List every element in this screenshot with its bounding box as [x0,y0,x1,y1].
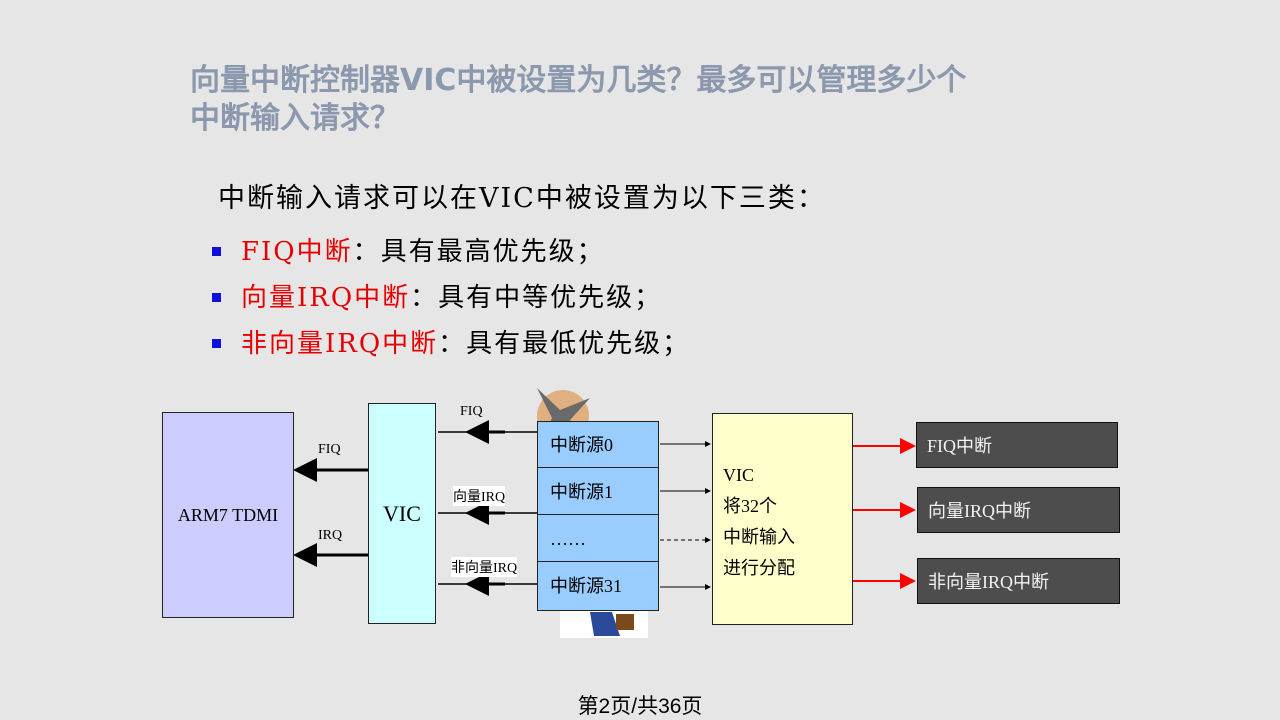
bullet-list: FIQ中断：具有最高优先级； 向量IRQ中断：具有中等优先级； 非向量IRQ中断… [212,232,690,370]
bullet-item: FIQ中断：具有最高优先级； [212,232,690,278]
dispatcher-line: 中断输入 [723,527,795,547]
page-number: 第2页/共36页 [577,695,703,718]
vectored-irq-label: 向量IRQ [453,486,506,506]
vic-label: VIC [383,500,421,526]
interrupt-source-item: …… [538,516,658,562]
cpu-label: ARM7 TDMI [177,504,279,525]
dispatcher-block: VIC 将32个 中断输入 进行分配 [712,413,853,625]
cpu-block: ARM7 TDMI [162,412,294,618]
bullet-text: ：具有最高优先级； [352,237,605,267]
title-line-2: 中断输入请求？ [190,101,400,136]
slide-title: 向量中断控制器VIC中被设置为几类？最多可以管理多少个 中断输入请求？ [190,62,1190,138]
bullet-text: ：具有中等优先级； [410,283,663,313]
dispatcher-line: 将32个 [723,496,777,516]
interrupt-sources-block: 中断源0 中断源1 …… 中断源31 [537,421,659,611]
bullet-item: 向量IRQ中断：具有中等优先级； [212,278,690,324]
intro-text: 中断输入请求可以在VIC中被设置为以下三类： [218,183,826,214]
dispatcher-line: 进行分配 [723,558,795,578]
cpu-irq-label: IRQ [318,528,343,543]
interrupt-source-item: 中断源31 [550,576,622,596]
bullet-label: 非向量IRQ中断 [241,329,439,359]
vic-block: VIC [368,403,436,624]
output-fiq: FIQ中断 [916,422,1118,468]
dispatcher-line: VIC [723,465,754,485]
output-nonvectored-irq: 非向量IRQ中断 [917,558,1120,604]
bullet-text: ：具有最低优先级； [438,329,691,359]
bullet-square-icon [212,292,221,302]
bullet-square-icon [212,338,221,348]
interrupt-source-item: 中断源0 [538,422,658,468]
bullet-label: 向量IRQ中断 [241,283,411,313]
fiq-line-label: FIQ [460,404,483,419]
bullet-square-icon [212,246,221,256]
bullet-label: FIQ中断 [241,237,353,267]
interrupt-source-item: 中断源1 [538,469,658,515]
cpu-fiq-label: FIQ [318,442,341,457]
title-line-1: 向量中断控制器VIC中被设置为几类？最多可以管理多少个 [190,63,967,98]
output-vectored-irq: 向量IRQ中断 [917,487,1120,533]
nonvectored-irq-label: 非向量IRQ [451,557,518,577]
bullet-item: 非向量IRQ中断：具有最低优先级； [212,324,690,370]
